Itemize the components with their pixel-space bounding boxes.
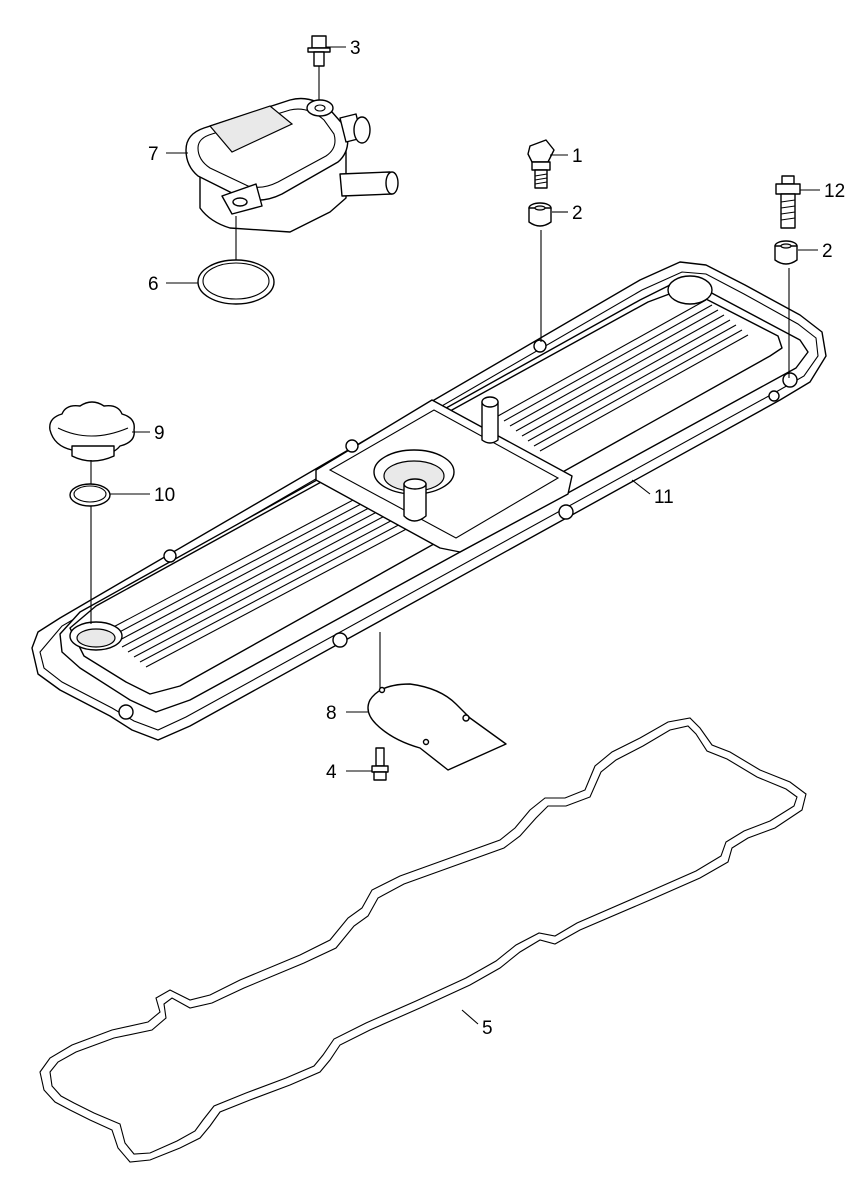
callout-4: 4 bbox=[326, 762, 337, 783]
callout-2: 2 bbox=[822, 241, 833, 262]
grommet-2-a bbox=[528, 202, 552, 227]
grommet-2-b bbox=[774, 240, 798, 265]
crankcase-breather bbox=[185, 97, 399, 233]
callout-3: 3 bbox=[350, 38, 361, 59]
oil-filler-cap bbox=[49, 401, 135, 462]
callout-1: 1 bbox=[572, 146, 583, 167]
callout-5: 5 bbox=[482, 1018, 493, 1039]
callout-2: 2 bbox=[572, 203, 583, 224]
screw-4 bbox=[371, 747, 389, 781]
cover-ribs-left bbox=[103, 489, 415, 668]
callout-6: 6 bbox=[148, 274, 159, 295]
stud-12 bbox=[775, 175, 801, 229]
bolt-1 bbox=[527, 139, 555, 189]
leader-lines bbox=[110, 46, 820, 1025]
callout-7: 7 bbox=[148, 144, 159, 165]
valve-cover bbox=[31, 261, 827, 741]
cover-plate-8 bbox=[367, 683, 507, 771]
valve-cover-gasket bbox=[39, 717, 807, 1163]
callout-8: 8 bbox=[326, 703, 337, 724]
bolt-3 bbox=[307, 35, 331, 67]
o-ring-6 bbox=[197, 259, 275, 305]
o-ring-10 bbox=[69, 483, 111, 507]
callout-9: 9 bbox=[154, 423, 165, 444]
callout-12: 12 bbox=[824, 181, 845, 202]
callout-labels: 1 2 2 3 4 5 6 7 8 9 10 11 12 bbox=[148, 38, 845, 1039]
callout-11: 11 bbox=[654, 487, 674, 508]
cover-ribs-right bbox=[497, 299, 749, 452]
alignment-lines bbox=[90, 66, 790, 688]
callout-10: 10 bbox=[154, 485, 175, 506]
